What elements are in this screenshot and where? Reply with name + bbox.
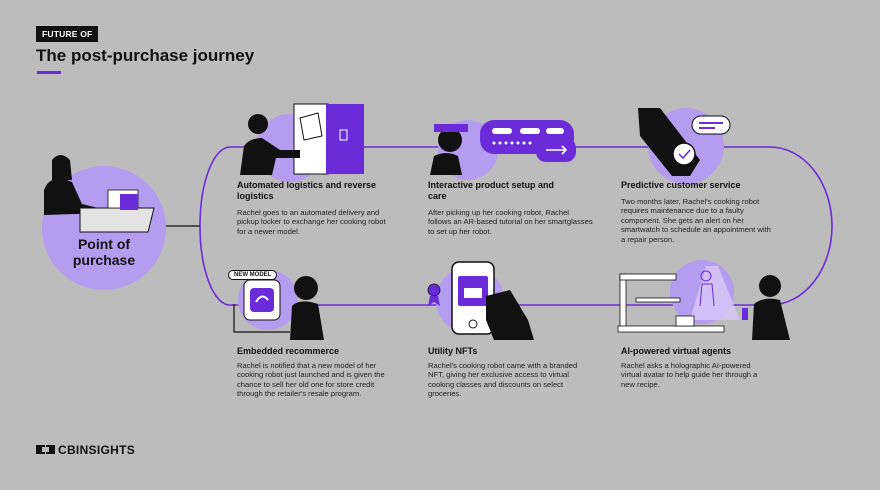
recommerce-illustration [233,270,324,340]
step-3-desc: Two months later, Rachel's cooking robot… [621,197,771,244]
smartwatch-illustration [638,108,731,184]
cb-insights-logo: CBINSIGHTS [58,443,135,457]
step-4-desc: Rachel is notified that a new model of h… [237,361,385,399]
title-underline [37,71,61,74]
step-2-title: Interactive product setup and care [428,180,555,201]
logo-text: CBINSIGHTS [58,443,136,457]
step-4-title: Embedded recommerce [237,346,340,356]
step-3-title: Predictive customer service [621,180,741,190]
point-of-purchase-label: Point of purchase [72,236,136,268]
step-5-desc: Rachel's cooking robot came with a brand… [428,361,578,399]
step-2-desc: After picking up her cooking robot, Rach… [428,208,593,236]
new-model-badge: NEW MODEL [228,270,278,280]
step-1-title: Automated logistics and reverse logistic… [237,180,377,201]
step-1-desc: Rachel goes to an automated delivery and… [237,208,386,236]
locker-illustration [240,103,364,182]
cb-logo-mark [36,445,55,454]
category-tag: FUTURE OF [36,26,99,42]
step-5-title: Utility NFTs [428,346,478,356]
step-6-desc: Rachel asks a holographic AI-powered vir… [621,361,758,389]
nft-phone-illustration [427,261,534,340]
ai-agent-illustration [617,260,790,340]
smartglasses-illustration [430,120,576,180]
step-6-title: AI-powered virtual agents [621,346,732,356]
page-title: The post-purchase journey [36,46,255,65]
shopper-icon [44,155,155,233]
